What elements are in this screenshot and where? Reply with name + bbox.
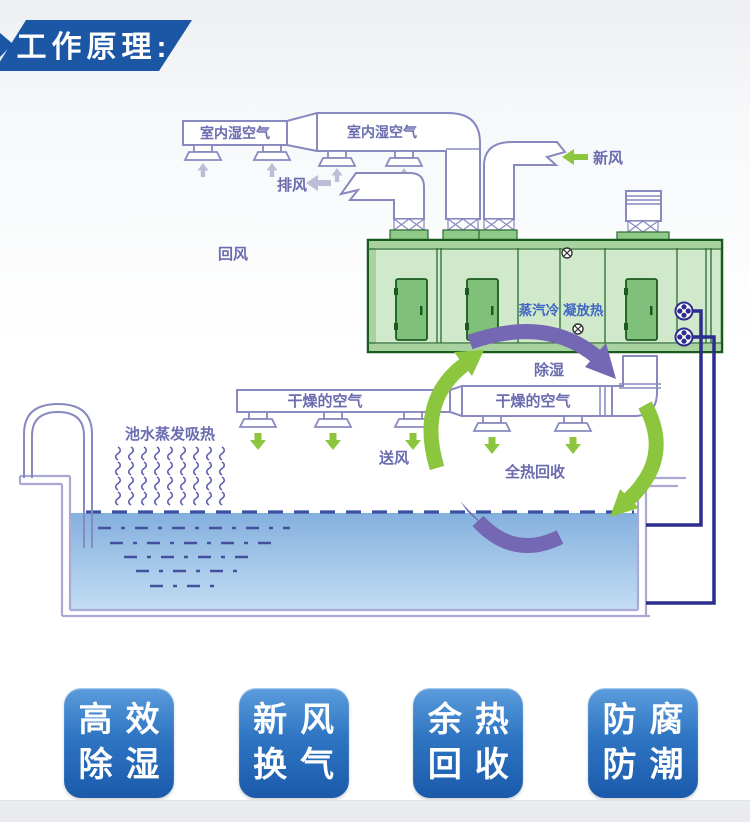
flex-connector — [627, 220, 659, 233]
feature-badges: 高效 除湿 新风 换气 余热 回收 防腐 防潮 — [0, 688, 750, 798]
water-pipe — [646, 335, 716, 605]
green-down-arrow-icon — [405, 433, 421, 450]
badge-line: 防腐 — [602, 701, 697, 740]
heat-recovery-arc — [472, 515, 564, 553]
pipe-fitting-icon — [674, 327, 694, 347]
water-pipe — [646, 309, 703, 527]
ahu-door — [623, 278, 658, 341]
pipe-fitting-icon — [674, 301, 694, 321]
label-exhaust-air: 排风 — [277, 176, 307, 194]
pool — [18, 402, 686, 618]
label-indoor-humid-air-left: 室内湿空气 — [200, 125, 270, 141]
badge-line: 除湿 — [78, 746, 173, 784]
flex-connector — [447, 218, 479, 231]
green-down-arrow-icon — [325, 433, 341, 450]
label-dry-air-right: 干燥的空气 — [495, 392, 570, 410]
label-dehumidify: 除湿 — [534, 361, 564, 379]
dry-air-arc — [622, 401, 664, 506]
humid-air-arc-head — [454, 350, 484, 376]
badge-line: 新风 — [253, 701, 348, 740]
feature-badge-dehumidify: 高效 除湿 — [64, 688, 174, 798]
ahu-bolt-icon — [572, 323, 584, 335]
ceiling-ducts — [182, 111, 670, 241]
feature-badge-heat-recovery: 余热 回收 — [413, 688, 524, 798]
working-principle-diagram: 工作原理: — [0, 20, 724, 618]
banner-shape — [0, 20, 192, 71]
evaporation-squiggles — [114, 446, 226, 506]
pool-ladder — [23, 402, 93, 548]
pool-water — [70, 510, 638, 610]
fresh-air-left-arrow-icon — [562, 149, 588, 165]
label-dry-air-left: 干燥的空气 — [287, 392, 362, 410]
badge-line: 高效 — [78, 701, 173, 740]
ahu-door — [393, 278, 428, 341]
duct-stub — [442, 229, 482, 241]
banner-left-tip — [0, 33, 13, 57]
water-pipes — [646, 309, 716, 605]
ahu-bolt-icon — [561, 247, 573, 259]
heat-recovery-arc-head — [460, 501, 488, 530]
badge-line: 换气 — [253, 746, 348, 784]
supply-ducts — [236, 355, 661, 454]
dehumidify-arrow-head — [585, 343, 616, 379]
label-return-air: 回风 — [218, 246, 248, 263]
label-pool-evaporation: 池水蒸发吸热 — [125, 425, 215, 443]
diagram-labels: 室内湿空气 室内湿空气 排风 新风 回风 蒸汽冷 凝放热 除湿 干燥的空气 干燥… — [125, 124, 623, 481]
green-down-arrow-icon — [484, 437, 500, 454]
ceiling-vent — [318, 150, 356, 167]
banner: 工作原理: — [0, 20, 192, 71]
gray-up-arrow-icon — [331, 168, 343, 182]
dry-air-arc-head — [610, 489, 639, 517]
ceiling-vent — [385, 150, 423, 167]
page-title: 工作原理: — [17, 31, 172, 64]
gray-up-arrow-icon — [266, 163, 278, 177]
label-indoor-humid-air-right: 室内湿空气 — [347, 124, 417, 140]
rooftop-fan — [616, 190, 670, 241]
ahu-panel-seams — [368, 248, 722, 344]
bottom-strip — [0, 800, 750, 822]
label-fresh-air: 新风 — [593, 149, 623, 167]
label-supply-air: 送风 — [378, 449, 409, 467]
gray-up-arrow-icon — [197, 163, 209, 177]
supply-vent — [239, 411, 277, 428]
green-down-arrow-icon — [565, 437, 581, 454]
badge-line: 防潮 — [602, 746, 697, 784]
label-total-heat-recovery: 全热回收 — [504, 463, 565, 481]
ceiling-vent — [184, 144, 222, 161]
water-surface — [70, 513, 638, 610]
ahu-machine — [366, 238, 724, 354]
duct-stub — [478, 229, 518, 241]
duct-stub — [389, 229, 429, 241]
feature-badge-anticorrosion: 防腐 防潮 — [587, 688, 698, 798]
ceiling-vent — [253, 144, 291, 161]
flex-connector — [393, 218, 425, 231]
circulation-arrows — [423, 324, 664, 553]
badge-line: 余热 — [427, 701, 522, 740]
humid-air-arc — [423, 355, 473, 471]
duct-indoor-humid-right — [316, 112, 481, 220]
fresh-air-duct — [483, 141, 567, 220]
dehumidify-arrow — [467, 324, 603, 364]
exhaust-duct — [338, 172, 425, 220]
green-down-arrow-icon — [250, 433, 266, 450]
duct-transition — [449, 384, 463, 418]
badge-line: 回收 — [427, 746, 522, 784]
pool-outline — [18, 474, 686, 618]
feature-badge-fresh-air: 新风 换气 — [238, 688, 349, 798]
label-steam-condensation: 蒸汽冷 凝放热 — [519, 302, 604, 318]
supply-vent — [554, 415, 592, 432]
supply-vent — [314, 411, 352, 428]
exhaust-left-arrow-icon — [306, 175, 331, 191]
duct-indoor-humid-left — [182, 120, 288, 146]
supply-vent — [473, 415, 511, 432]
flex-connector — [483, 218, 515, 231]
duct-transition — [286, 111, 318, 153]
